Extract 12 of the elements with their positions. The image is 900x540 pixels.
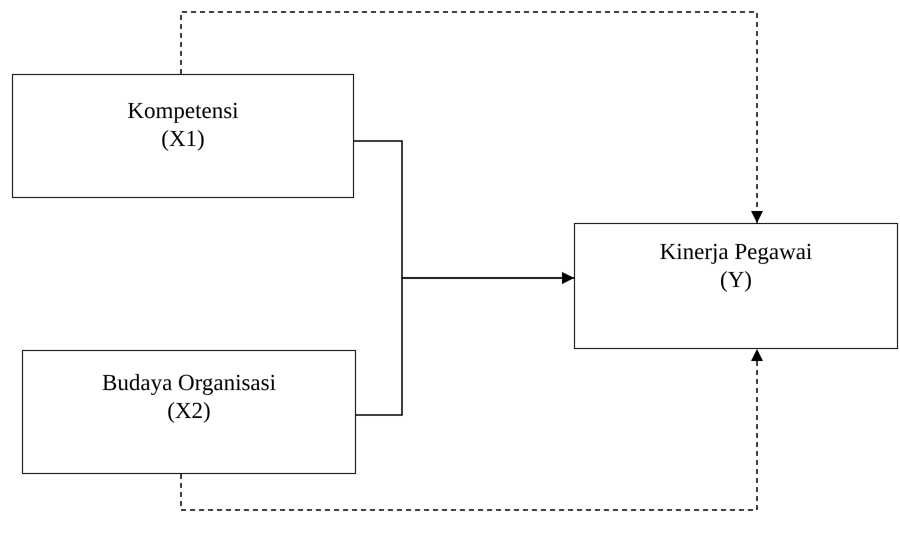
box-label: Kinerja Pegawai xyxy=(660,238,812,266)
box-label: (X1) xyxy=(161,125,205,153)
box-label: (Y) xyxy=(720,266,752,294)
process-box xyxy=(12,74,354,198)
box-label: Kompetensi xyxy=(127,97,239,125)
box-label: Budaya Organisasi xyxy=(102,369,276,397)
arrow xyxy=(180,349,763,511)
box-label: (X2) xyxy=(167,397,211,425)
arrow xyxy=(356,272,574,416)
process-box xyxy=(574,223,898,349)
process-box xyxy=(22,350,356,474)
arrow xyxy=(180,11,763,223)
